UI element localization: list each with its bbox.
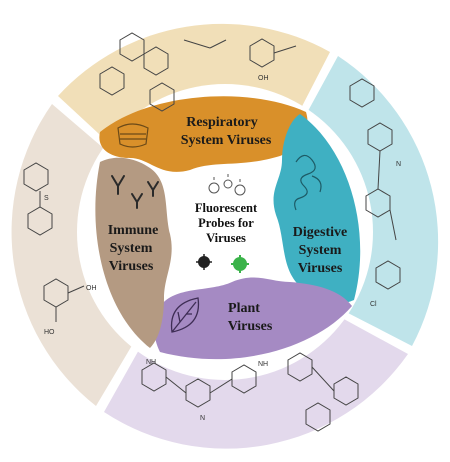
center-title-line3: Viruses xyxy=(206,231,246,245)
label-digestive-line1: Digestive xyxy=(293,225,347,240)
center-title-line1: Fluorescent xyxy=(195,201,258,215)
label-immune-line1: Immune xyxy=(108,223,159,238)
green-virus-icon xyxy=(231,255,249,273)
blade-respiratory xyxy=(99,96,308,172)
inner-swirl xyxy=(95,96,361,360)
label-respiratory-line1: Respiratory xyxy=(186,115,258,130)
label-plant-line2: Viruses xyxy=(228,319,273,334)
chem-label-oh-b: OH xyxy=(86,285,97,292)
label-respiratory-line2: System Viruses xyxy=(181,133,272,148)
chem-structure-left xyxy=(23,162,85,322)
chem-label-cl: Cl xyxy=(370,301,377,308)
label-digestive-line3: Viruses xyxy=(298,261,343,276)
virus-cluster-icon xyxy=(208,174,246,196)
label-plant-line1: Plant xyxy=(228,301,260,316)
chem-structure-top xyxy=(99,32,297,112)
blade-plant xyxy=(154,277,352,360)
black-virus-icon xyxy=(196,254,212,270)
mask-icon xyxy=(117,123,149,148)
leaf-icon xyxy=(170,297,200,333)
chem-label-n-a: N xyxy=(396,161,401,168)
antibody-icon xyxy=(111,175,159,209)
chem-label-oh-c: HO xyxy=(44,329,55,336)
center-title-line2: Probes for xyxy=(198,216,254,230)
outer-ring xyxy=(11,23,439,449)
chem-label-s-a: S xyxy=(44,195,49,202)
outer-segment-digestive xyxy=(302,56,439,346)
outer-segment-immune xyxy=(11,104,134,406)
chem-label-n-b: N xyxy=(200,415,205,422)
intestine-icon xyxy=(294,154,322,211)
chem-label-oh-a: OH xyxy=(258,75,269,82)
label-immune-line3: Viruses xyxy=(109,259,154,274)
label-immune-line2: System xyxy=(110,241,153,256)
blade-immune xyxy=(95,157,172,348)
label-digestive-line2: System xyxy=(299,243,342,258)
chem-label-nh-left: NH xyxy=(146,359,156,366)
chem-structure-right xyxy=(349,78,401,290)
chem-structure-bottom xyxy=(141,352,359,432)
center-circle xyxy=(176,174,276,274)
chem-label-nh-right: NH xyxy=(258,361,268,368)
blade-digestive xyxy=(273,114,361,304)
outer-segment-respiratory xyxy=(58,23,330,146)
